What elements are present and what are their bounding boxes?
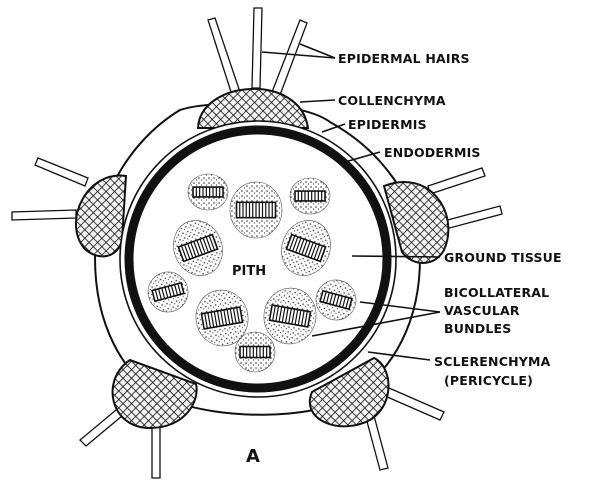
vascular-bundle <box>235 332 275 372</box>
hair <box>272 20 307 95</box>
hair <box>428 168 485 194</box>
label-epidermis: EPIDERMIS <box>348 117 427 132</box>
label-vascular: VASCULAR <box>444 303 520 318</box>
leader-ground-tissue <box>352 256 440 257</box>
hair <box>12 210 76 220</box>
label-epidermal-hairs: EPIDERMAL HAIRS <box>338 51 470 66</box>
vascular-bundle <box>188 174 228 210</box>
hair <box>385 388 444 420</box>
label-bicollateral: BICOLLATERAL <box>444 285 549 300</box>
hair <box>440 206 502 230</box>
hair <box>208 18 240 95</box>
vascular-bundle <box>230 182 282 238</box>
label-sclerenchyma: SCLERENCHYMA <box>434 354 551 369</box>
label-endodermis: ENDODERMIS <box>384 145 481 160</box>
hair <box>252 8 262 88</box>
label-bundles: BUNDLES <box>444 321 511 336</box>
label-ground-tissue: GROUND TISSUE <box>444 250 562 265</box>
hair <box>35 158 88 186</box>
vascular-bundle <box>290 178 330 214</box>
figure-letter: A <box>246 446 260 467</box>
leader-collenchyma <box>300 100 335 102</box>
collenchyma-left <box>76 176 126 257</box>
pith-label: PITH <box>232 264 266 279</box>
label-pericycle: (PERICYCLE) <box>444 373 533 388</box>
label-collenchyma: COLLENCHYMA <box>338 93 446 108</box>
